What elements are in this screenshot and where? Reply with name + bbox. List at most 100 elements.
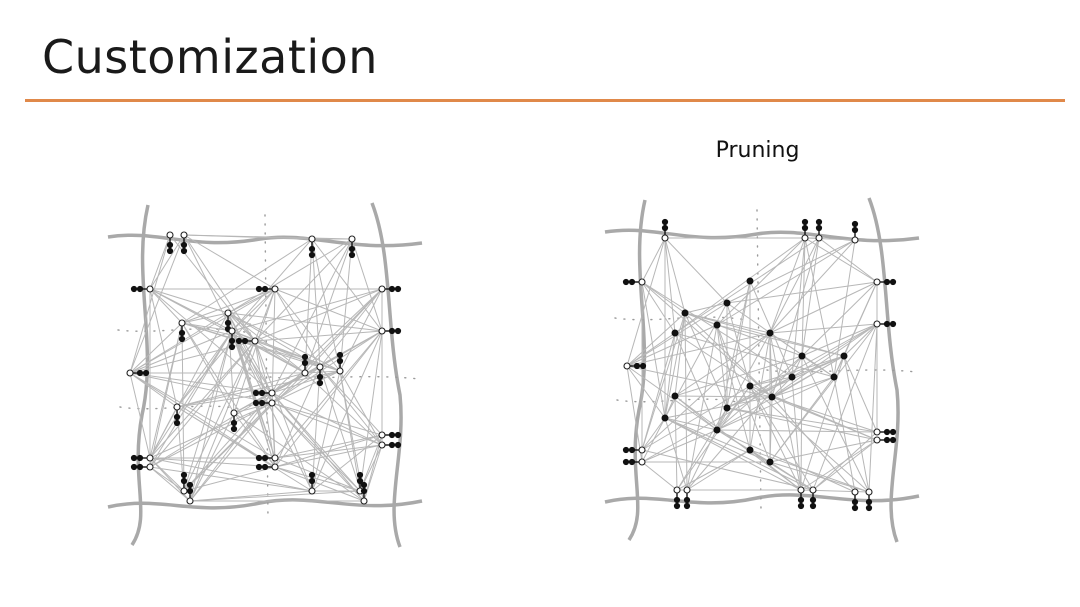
edge-line (818, 237, 878, 283)
edge-line (641, 237, 666, 283)
boundary-left (130, 204, 150, 546)
terminal-bead (388, 285, 396, 293)
inner-node (798, 352, 806, 360)
open-node (308, 235, 316, 243)
edge-line (176, 288, 276, 408)
edge-line (716, 429, 856, 493)
open-node (180, 231, 188, 239)
edge-line (812, 323, 878, 491)
edge-line (843, 355, 878, 433)
edge-line (674, 237, 820, 334)
edge-line (274, 366, 321, 468)
edge-line (181, 312, 229, 324)
terminal-bead (683, 496, 691, 504)
edge-line (626, 365, 643, 463)
edge-line (641, 376, 793, 463)
terminal-bead (797, 502, 805, 510)
edge-line (149, 234, 185, 290)
edge-line (129, 372, 276, 459)
terminal-bead (851, 498, 859, 506)
edge-line (183, 234, 353, 240)
edge-line (339, 238, 353, 372)
open-node (815, 234, 823, 242)
edge-line (812, 439, 878, 491)
edge-line (664, 237, 728, 304)
edge-line (801, 355, 870, 493)
terminal-bead (224, 319, 232, 327)
edge-line (129, 372, 273, 404)
edge-line (769, 237, 820, 334)
edge-line (254, 288, 383, 342)
edge-line (271, 392, 365, 502)
edge-line (271, 288, 383, 394)
edge-line (311, 238, 321, 368)
edge-line (801, 237, 820, 357)
edge-line (231, 330, 276, 468)
edge-line (726, 281, 878, 304)
open-node (851, 236, 859, 244)
inner-node (713, 321, 721, 329)
edge-line (641, 461, 678, 491)
edge-line (716, 239, 856, 326)
terminal-bead (394, 441, 402, 449)
open-node (301, 369, 309, 377)
open-node (146, 285, 154, 293)
edge-line (641, 449, 814, 491)
terminal-bead (186, 481, 194, 489)
network-diagram-original (107, 202, 423, 548)
edge-line (183, 234, 256, 342)
terminal-bead (235, 337, 243, 345)
terminal-bead (883, 436, 891, 444)
open-node (251, 337, 259, 345)
open-node (308, 487, 316, 495)
edge-line (274, 444, 383, 459)
edge-line (359, 330, 383, 492)
terminal-bead (136, 285, 144, 293)
terminal-bead (851, 220, 859, 228)
edge-line (641, 281, 676, 334)
terminal-bead (252, 389, 260, 397)
edge-line (149, 406, 178, 459)
edge-line (686, 407, 728, 491)
edge-line (176, 372, 306, 408)
open-node (851, 488, 859, 496)
edge-line (771, 396, 856, 493)
edge-line (843, 323, 878, 357)
edge-line (769, 323, 878, 334)
terminal-bead (186, 487, 194, 495)
edge-line (664, 396, 773, 419)
terminal-bead (130, 454, 138, 462)
inner-node (671, 329, 679, 337)
edge-line (626, 237, 666, 367)
inner-node (681, 309, 689, 317)
edge-line (271, 402, 361, 492)
edge-line (771, 323, 878, 398)
open-node (873, 428, 881, 436)
inner-node (766, 458, 774, 466)
edge-line (271, 238, 353, 394)
terminal-bead (255, 463, 263, 471)
inner-node (840, 352, 848, 360)
edge-line (319, 366, 365, 502)
open-node (638, 458, 646, 466)
terminal-bead (661, 224, 669, 232)
edge-line (231, 238, 313, 332)
edge-line (674, 332, 773, 398)
inner-node (661, 414, 669, 422)
edge-line (684, 312, 771, 334)
edge-line (271, 288, 383, 404)
edge-line (801, 281, 878, 357)
edge-line (129, 372, 276, 468)
edge-line (176, 406, 313, 492)
edge-line (189, 340, 256, 502)
inner-node (830, 373, 838, 381)
open-node (146, 454, 154, 462)
edge-line (664, 417, 718, 431)
terminal-bead (628, 458, 636, 466)
open-node (173, 403, 181, 411)
edge-line (716, 324, 771, 463)
terminal-bead (261, 285, 269, 293)
terminal-bead (394, 285, 402, 293)
terminal-bead (801, 224, 809, 232)
edge-line (227, 312, 383, 332)
